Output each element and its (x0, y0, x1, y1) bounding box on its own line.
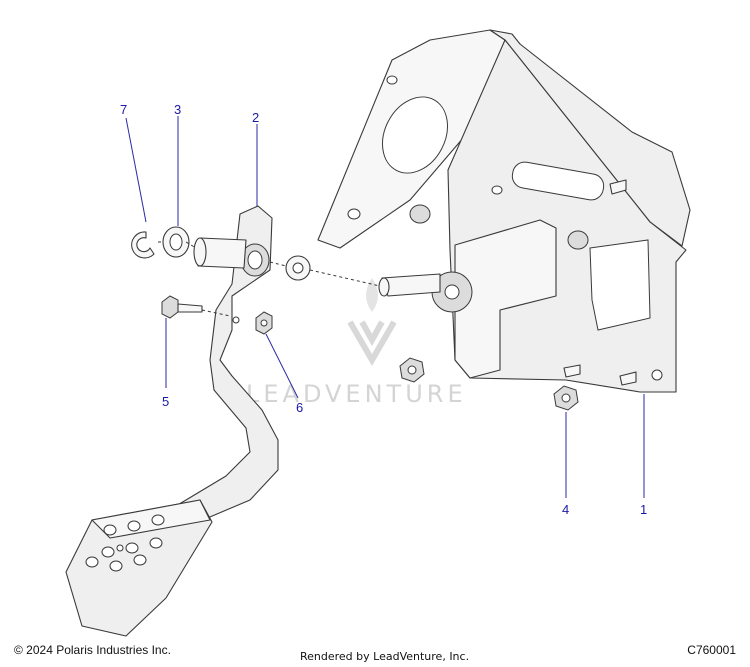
callout-1[interactable]: 1 (640, 502, 647, 517)
callout-2[interactable]: 2 (252, 110, 259, 125)
callout-7[interactable]: 7 (120, 102, 127, 117)
rendered-by-text: Rendered by LeadVenture, Inc. (300, 650, 470, 663)
callout-3[interactable]: 3 (174, 102, 181, 117)
nut-6 (255, 311, 273, 335)
callouts: 1 2 3 4 5 6 7 (120, 102, 647, 517)
leadventure-watermark: LEADVENTURE (246, 278, 467, 408)
callout-4[interactable]: 4 (562, 502, 569, 517)
bushing-3 (162, 226, 190, 258)
brake-pedal-arm (65, 205, 279, 637)
pedal-bracket (317, 29, 691, 393)
diagram-code: C760001 (687, 643, 736, 657)
bolt-5 (161, 295, 203, 319)
e-clip-7 (131, 231, 155, 259)
watermark-text: LEADVENTURE (246, 380, 467, 408)
watermark-logo-icon (347, 320, 397, 366)
washer (285, 255, 311, 281)
assembly-lines (158, 241, 381, 317)
copyright-text: © 2024 Polaris Industries Inc. (14, 643, 171, 657)
callout-5[interactable]: 5 (162, 394, 169, 409)
flange-nut-4 (399, 357, 579, 411)
callout-6[interactable]: 6 (296, 400, 303, 415)
watermark-flame-icon (366, 278, 378, 312)
leader-lines (125, 116, 645, 498)
